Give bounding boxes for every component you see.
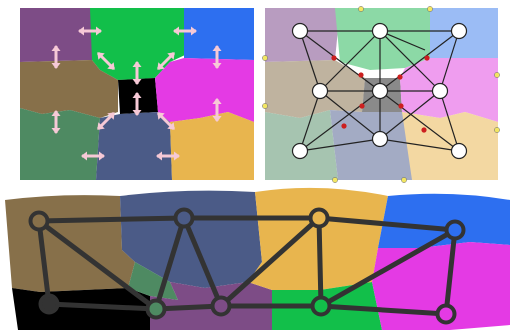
region-magenta [155, 58, 254, 122]
boundary-dot [341, 123, 346, 128]
graph-node [373, 24, 388, 39]
border-dot [262, 55, 267, 60]
deformed-node [31, 213, 48, 230]
graph-node [373, 132, 388, 147]
panel-warp-field [20, 8, 254, 180]
boundary-dot [398, 103, 403, 108]
deformed-node [447, 222, 464, 239]
region-slate [96, 112, 172, 180]
deformed-node [213, 298, 230, 315]
boundary-dot [359, 103, 364, 108]
faded-region-magenta [400, 58, 498, 122]
panel-deformed-graph [5, 188, 510, 330]
graph-node [293, 24, 308, 39]
boundary-dot [421, 127, 426, 132]
deformed-edge [319, 218, 321, 306]
boundary-dot [331, 55, 336, 60]
boundary-dot [358, 72, 363, 77]
deformed-node [148, 301, 165, 318]
border-dot [401, 177, 406, 182]
deformed-edge [39, 218, 184, 221]
border-dot [427, 6, 432, 11]
graph-node [452, 24, 467, 39]
faded-region-green [335, 8, 430, 70]
border-dot [494, 127, 499, 132]
graph-node [313, 84, 328, 99]
region-purple [20, 8, 96, 62]
graph-node [373, 84, 388, 99]
region-teal-green [20, 108, 100, 180]
deformed-node [311, 210, 328, 227]
strip-blue [378, 194, 510, 248]
graph-node [293, 144, 308, 159]
deformed-node [438, 306, 455, 323]
graph-node [452, 144, 467, 159]
region-amber [170, 112, 254, 180]
border-dot [332, 177, 337, 182]
panel-region-graph [262, 6, 499, 182]
deformed-node [176, 210, 193, 227]
boundary-dot [397, 74, 402, 79]
border-dot [494, 72, 499, 77]
deformed-node [313, 298, 330, 315]
boundary-dot [424, 55, 429, 60]
region-blue [184, 8, 254, 60]
graph-node [433, 84, 448, 99]
border-dot [262, 103, 267, 108]
deformed-node [41, 296, 58, 313]
border-dot [358, 6, 363, 11]
